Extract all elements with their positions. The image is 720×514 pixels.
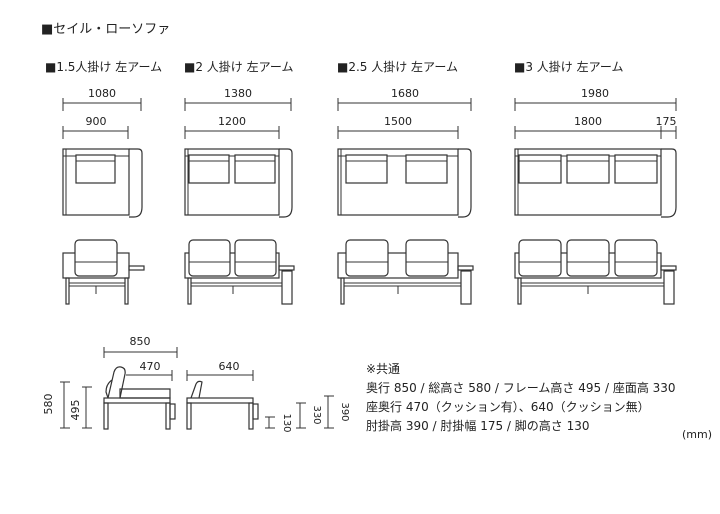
dim-inner-label: 1200: [218, 115, 246, 128]
page-title: ■セイル・ローソファ: [41, 22, 170, 37]
dim-depth-label: 850: [130, 335, 151, 348]
top-view-3: [514, 148, 677, 218]
dim-overall-3: 1980: [514, 87, 677, 111]
dim-seat-height: 330: [296, 402, 322, 429]
side-view-no-cushion: 640: [186, 360, 259, 430]
front-view-1-5: [62, 239, 145, 305]
dim-arm-height-label: 390: [339, 402, 350, 421]
model-label-2-5: ■2.5 人掛け 左アーム: [337, 59, 458, 74]
model-label-3: ■3 人掛け 左アーム: [514, 59, 624, 74]
dim-overall-label: 1980: [581, 87, 609, 100]
notes-line-3: 肘掛高 390 / 肘掛幅 175 / 脚の高さ 130: [366, 418, 590, 433]
top-view-2-5: [337, 148, 472, 218]
side-view-cushion: 850 470: [103, 335, 178, 430]
dim-inner-1-5: 900: [62, 115, 129, 139]
top-view-1-5: [62, 148, 143, 218]
front-view-2-5: [337, 239, 474, 305]
spec-notes: ※共通 奥行 850 / 総高さ 580 / フレーム高さ 495 / 座面高 …: [366, 362, 676, 433]
dim-arm-height: 390: [324, 395, 350, 429]
model-label-2: ■2 人掛け 左アーム: [184, 59, 294, 74]
dim-inner-2-5: 1500: [337, 115, 459, 139]
dim-overall-label: 1680: [391, 87, 419, 100]
dim-overall-label: 1380: [224, 87, 252, 100]
dim-inner-label: 1500: [384, 115, 412, 128]
front-view-3: [514, 239, 677, 305]
dim-leg-height-label: 130: [281, 413, 292, 432]
dim-seat-depth-no-cushion-label: 640: [219, 360, 240, 373]
notes-heading: ※共通: [366, 362, 400, 376]
dim-overall-label: 1080: [88, 87, 116, 100]
dim-overall-2-5: 1680: [337, 87, 472, 111]
dim-frame-height-label: 495: [69, 400, 82, 421]
dim-seat-height-label: 330: [311, 405, 322, 424]
dim-inner-3: 1800: [514, 115, 662, 139]
front-view-2: [184, 239, 295, 305]
dim-leg-height: 130: [265, 413, 292, 433]
dim-inner-label: 1800: [574, 115, 602, 128]
dim-arm-label: 175: [656, 115, 677, 128]
dim-inner-2: 1200: [184, 115, 280, 139]
dim-inner-label: 900: [86, 115, 107, 128]
notes-line-1: 奥行 850 / 総高さ 580 / フレーム高さ 495 / 座面高 330: [366, 380, 676, 395]
unit-label: (mm): [682, 428, 712, 441]
dim-seat-depth-cushion-label: 470: [140, 360, 161, 373]
dim-overall-1-5: 1080: [62, 87, 142, 111]
dim-overall-2: 1380: [184, 87, 292, 111]
dim-frame-height: 495: [69, 386, 92, 429]
dim-arm-3: 175: [656, 115, 677, 139]
top-view-2: [184, 148, 293, 218]
notes-line-2: 座奥行 470（クッション有）、640（クッション無）: [366, 399, 650, 414]
dim-total-height: 580: [42, 381, 70, 429]
model-label-1-5: ■1.5人掛け 左アーム: [45, 59, 162, 74]
dim-total-height-label: 580: [42, 394, 55, 415]
